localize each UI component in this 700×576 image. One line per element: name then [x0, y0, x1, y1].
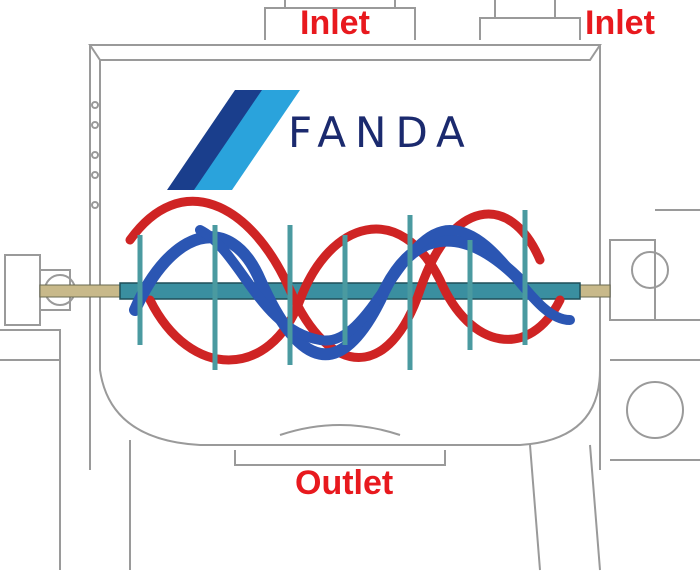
logo-light-stroke — [194, 90, 300, 190]
logo-dark-stroke — [167, 90, 268, 190]
fanda-slash-logo-icon — [167, 90, 300, 190]
outer-ribbon-red — [125, 196, 545, 362]
ribbon-spokes — [137, 210, 528, 370]
agitator-shaft — [119, 282, 581, 300]
inlet-label-left: Inlet — [300, 4, 370, 42]
inner-ribbon-blue — [129, 231, 526, 361]
outer-ribbon-red-2 — [145, 224, 565, 365]
inner-ribbon-blue-2 — [195, 224, 575, 346]
brand-wordmark: FANDA — [288, 108, 474, 157]
inlet-label-right: Inlet — [585, 4, 655, 42]
ribbon-agitator — [125, 196, 575, 365]
outlet-label: Outlet — [295, 464, 394, 502]
